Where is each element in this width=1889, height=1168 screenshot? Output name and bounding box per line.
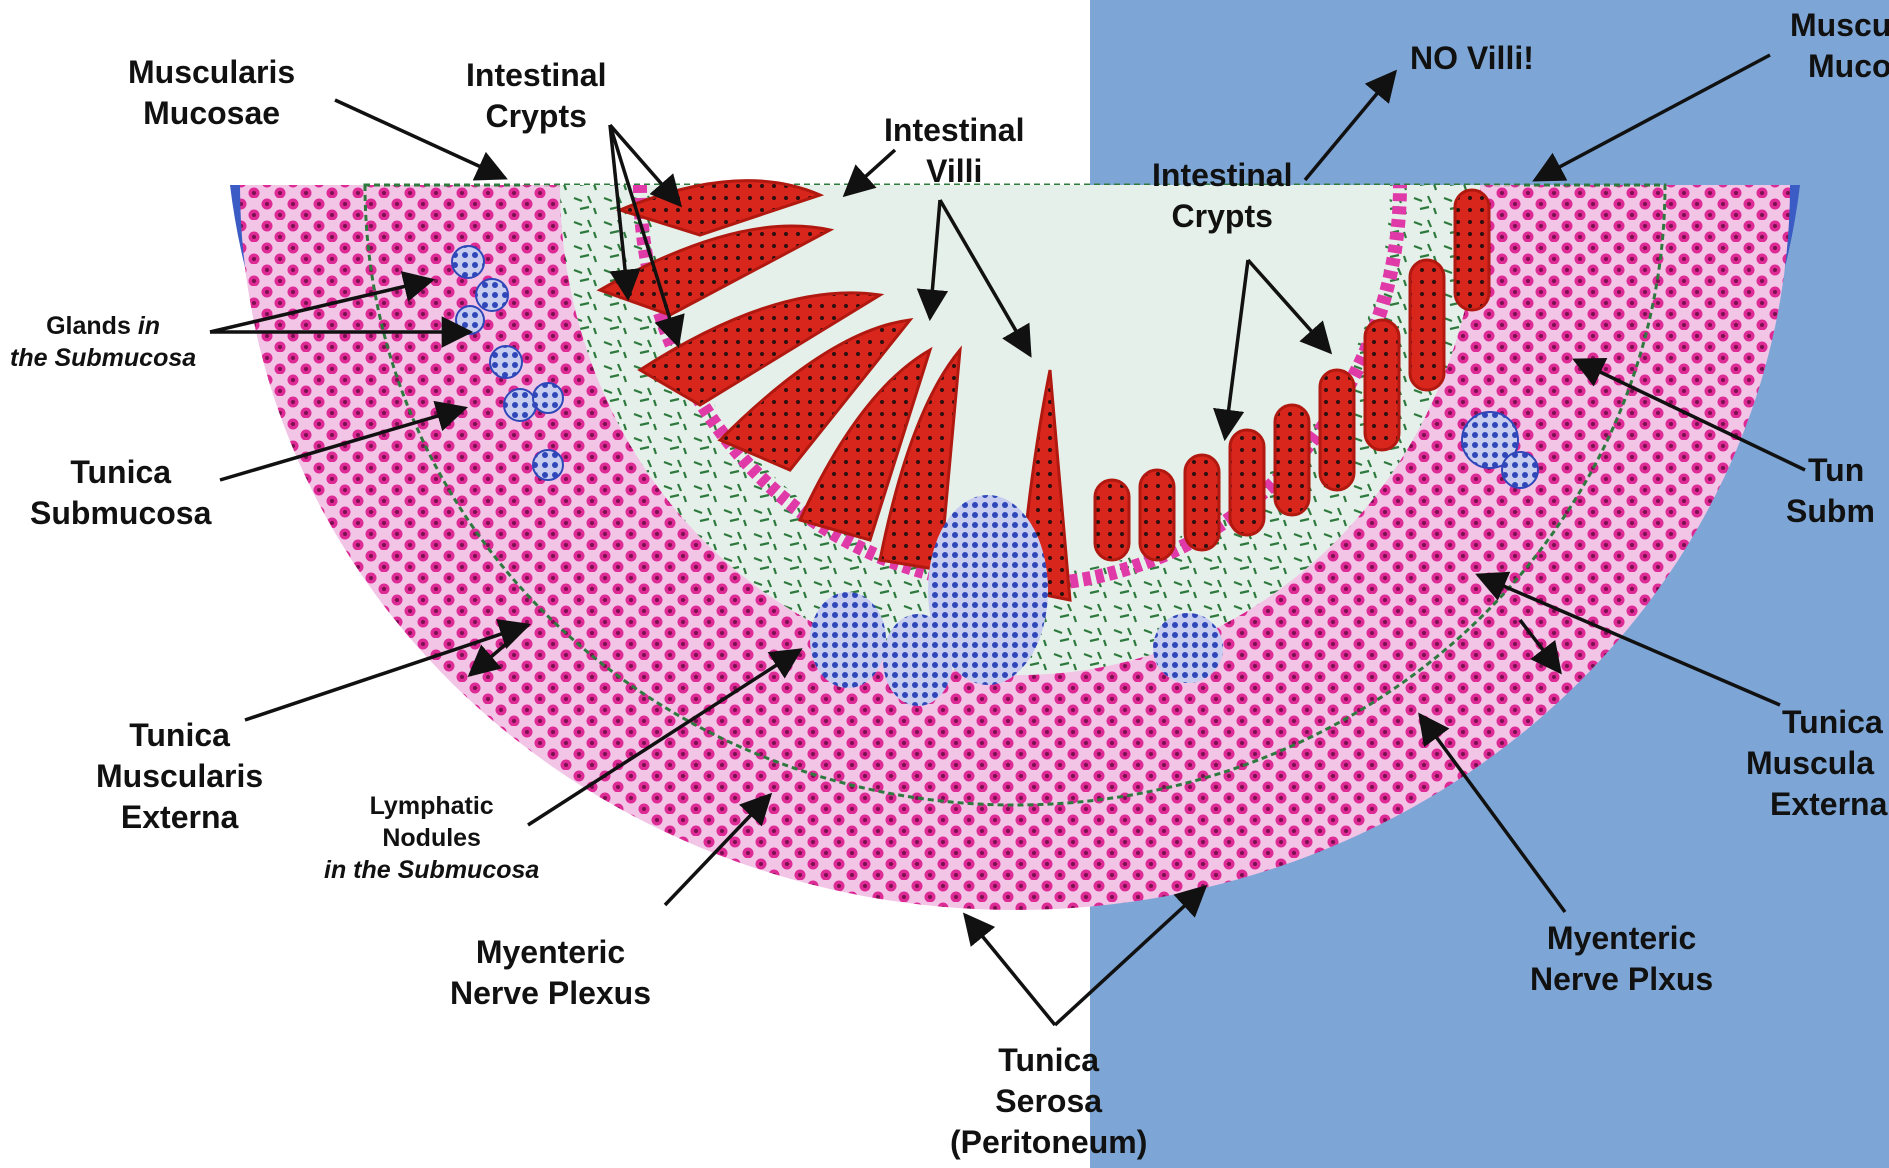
label-no-villi: NO Villi! <box>1410 38 1534 79</box>
label-glands-in-submucosa: Glands in the Submucosa <box>10 310 196 374</box>
